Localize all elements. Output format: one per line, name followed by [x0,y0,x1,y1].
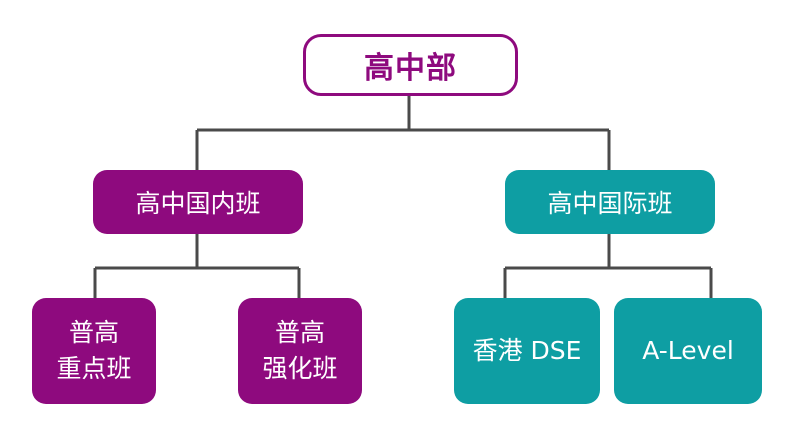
leaf-node-hkdse-label: 香港 DSE [472,335,582,365]
branch-node-international-label: 高中国际班 [547,189,673,218]
connector-international-to-leaves [503,234,713,298]
leaf-node-key-class-label: 普高 重点班 [56,317,132,383]
leaf-node-advanced-class: 普高 强化班 [238,298,362,404]
leaf-node-alevel-label: A-Level [642,335,734,365]
root-node-senior-high: 高中部 [303,34,518,96]
branch-node-domestic-label: 高中国内班 [135,189,261,218]
branch-node-international: 高中国际班 [505,170,715,234]
leaf-node-advanced-class-label: 普高 强化班 [262,317,338,383]
leaf-node-hkdse: 香港 DSE [454,298,600,404]
branch-node-domestic: 高中国内班 [93,170,303,234]
leaf-node-alevel: A-Level [614,298,762,404]
connector-root-to-branches [195,96,611,170]
root-node-label: 高中部 [364,51,457,86]
connector-domestic-to-leaves [93,234,301,298]
leaf-node-key-class: 普高 重点班 [32,298,156,404]
